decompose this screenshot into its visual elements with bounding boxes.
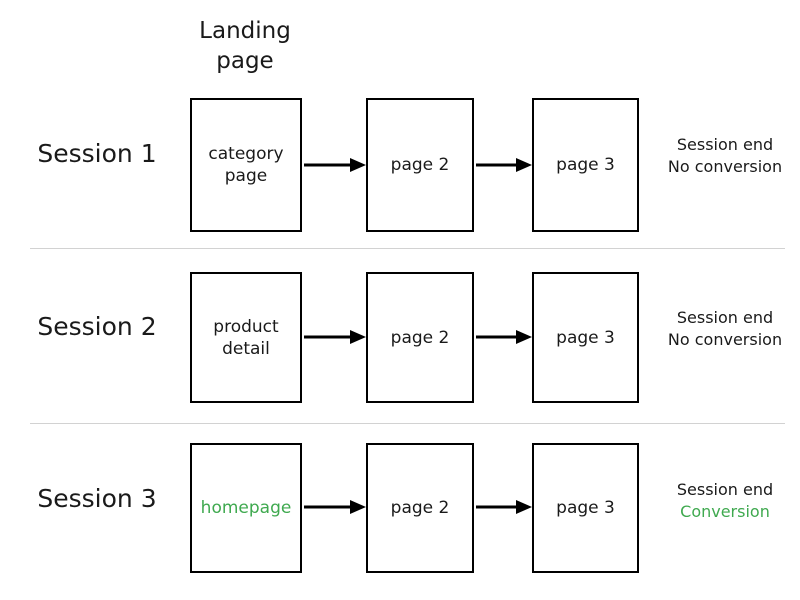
page-box-step3[interactable]: page 3 (532, 443, 639, 573)
session-label: Session 1 (37, 139, 157, 168)
page-box-step2[interactable]: page 2 (366, 443, 474, 573)
page-box-step2[interactable]: page 2 (366, 98, 474, 232)
page-box-label: page 2 (390, 498, 450, 518)
landing-page-column-label: Landing page (199, 18, 291, 74)
arrow-right-icon (304, 158, 366, 172)
page-box-label: category page (208, 144, 284, 186)
session-end-line2: No conversion (667, 330, 783, 349)
session-end-line2: No conversion (667, 157, 783, 176)
page-box-landing[interactable]: product detail (190, 272, 302, 403)
page-box-step3[interactable]: page 3 (532, 98, 639, 232)
session-row: Session 2 product detail page 2 page 3 S… (0, 258, 800, 423)
session-end-text: Session end No conversion (655, 307, 795, 351)
page-box-step2[interactable]: page 2 (366, 272, 474, 403)
page-box-label: page 2 (390, 155, 450, 175)
arrow-right-icon (476, 330, 532, 344)
row-divider (30, 423, 785, 424)
session-row: Session 1 category page page 2 page 3 Se… (0, 85, 800, 250)
session-end-line1: Session end (676, 308, 774, 327)
page-box-label: page 3 (556, 498, 615, 518)
page-box-landing[interactable]: category page (190, 98, 302, 232)
arrow-right-icon (304, 330, 366, 344)
arrow-right-icon (304, 500, 366, 514)
page-box-label: homepage (200, 498, 292, 518)
arrow-right-icon (476, 500, 532, 514)
page-box-label: page 2 (390, 327, 450, 348)
session-end-line1: Session end (676, 135, 774, 154)
page-box-step3[interactable]: page 3 (532, 272, 639, 403)
page-box-label: product detail (213, 316, 279, 359)
session-end-line1: Session end (676, 480, 774, 499)
page-box-label: page 3 (556, 327, 615, 348)
session-row: Session 3 homepage page 2 page 3 Session… (0, 430, 800, 595)
session-label: Session 2 (37, 312, 157, 341)
page-box-landing[interactable]: homepage (190, 443, 302, 573)
session-end-text: Session end Conversion (655, 479, 795, 523)
arrow-right-icon (476, 158, 532, 172)
row-divider (30, 248, 785, 249)
session-end-text: Session end No conversion (655, 134, 795, 178)
session-end-line2: Conversion (680, 502, 770, 521)
page-box-label: page 3 (556, 155, 615, 175)
session-label: Session 3 (37, 484, 157, 513)
